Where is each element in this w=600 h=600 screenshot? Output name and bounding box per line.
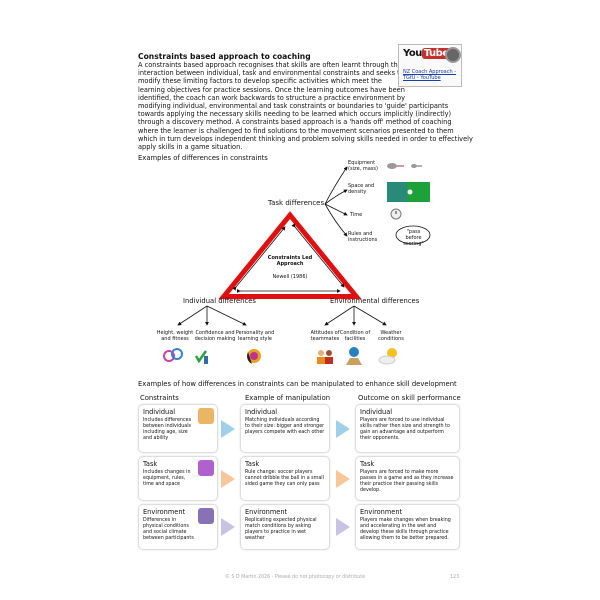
teammates-icon bbox=[317, 350, 333, 364]
right-arrow-icon bbox=[336, 419, 350, 438]
card-icon bbox=[198, 508, 214, 524]
decision-icon bbox=[194, 350, 208, 364]
card-text: Players make changes when breaking and a… bbox=[360, 518, 451, 541]
film-reel-icon bbox=[445, 47, 461, 63]
card-text: Matching individuals according to their … bbox=[245, 418, 325, 435]
task-item-space: Space and density bbox=[348, 183, 375, 195]
card-title: Task bbox=[245, 460, 260, 468]
right-arrow-icon bbox=[336, 469, 350, 488]
right-arrow-icon bbox=[221, 469, 235, 488]
speech-bubble bbox=[395, 225, 431, 245]
gender-icon bbox=[163, 348, 183, 362]
environmental-differences-label: Environmental differences bbox=[330, 297, 420, 305]
task-differences-label: Task differences bbox=[268, 199, 325, 207]
right-arrow-icon bbox=[336, 518, 350, 536]
card-text: Includes changes in equipment, rules, ti… bbox=[143, 470, 191, 487]
page-number: 123 bbox=[450, 575, 460, 580]
individual-differences-label: Individual differences bbox=[183, 297, 256, 305]
card-title: Environment bbox=[245, 508, 288, 516]
card-icon bbox=[198, 408, 214, 424]
column-header: Constraints bbox=[140, 394, 179, 402]
individual-item: Personality and learning style bbox=[235, 330, 275, 342]
weather-icon bbox=[378, 348, 397, 365]
card-title: Task bbox=[360, 460, 375, 468]
right-arrow-icon bbox=[221, 419, 235, 438]
soccer-field-icon bbox=[387, 182, 430, 202]
task-item-time: Time bbox=[350, 212, 363, 218]
environmental-item: Condition of facilities bbox=[339, 330, 371, 342]
card-title: Task bbox=[143, 460, 158, 468]
right-arrow-icon bbox=[221, 518, 235, 536]
card-title: Environment bbox=[360, 508, 403, 516]
personality-icon bbox=[247, 349, 261, 364]
triangle-arrows bbox=[232, 223, 345, 293]
card-title: Individual bbox=[143, 408, 176, 416]
card-title: Individual bbox=[245, 408, 278, 416]
card-text: Replicating expected physical match cond… bbox=[245, 518, 317, 541]
intro-paragraph: A constraints based approach recognises … bbox=[138, 61, 473, 152]
alarm-clock-icon bbox=[390, 208, 402, 220]
table-heading: Examples of how differences in constrain… bbox=[138, 380, 457, 388]
column-header: Example of manipulation bbox=[245, 394, 331, 402]
card-text: Players are forced to make more passes i… bbox=[360, 470, 454, 493]
center-reference: Newell (1986) bbox=[272, 274, 308, 280]
branch-arrows bbox=[177, 166, 387, 326]
card-text: Rule change: soccer players cannot dribb… bbox=[245, 470, 324, 487]
card-text: Players are forced to use individual ski… bbox=[360, 418, 450, 441]
youtube-link[interactable]: NZ Coach Approach - TGfU - YouTube bbox=[403, 69, 457, 81]
card-icon bbox=[198, 460, 214, 476]
constraints-diagram bbox=[163, 163, 431, 365]
section-title: Constraints based approach to coaching bbox=[138, 52, 311, 61]
column-header: Outcome on skill performance bbox=[358, 394, 461, 402]
task-item-rules: Rules and instructions bbox=[348, 231, 378, 243]
racket-icon bbox=[387, 163, 422, 169]
task-item-equipment: Equipment (size, mass) bbox=[348, 160, 378, 172]
environmental-item: Weather conditions bbox=[378, 330, 404, 342]
card-title: Individual bbox=[360, 408, 393, 416]
card-text: Differences in physical conditions and s… bbox=[143, 518, 194, 541]
footer-copyright: © S D Martin 2026 - Please do not photoc… bbox=[225, 575, 366, 580]
center-title: Constraints Led Approach bbox=[267, 255, 313, 267]
card-text: Includes differences between individuals… bbox=[143, 418, 192, 441]
facilities-icon bbox=[346, 347, 362, 365]
individual-item: Confidence and decision making bbox=[194, 330, 236, 342]
environmental-item: Attitudes of teammates bbox=[310, 330, 340, 342]
individual-item: Height, weight and fitness bbox=[156, 330, 194, 342]
card-title: Environment bbox=[143, 508, 186, 516]
diagram-heading: Examples of differences in constraints bbox=[138, 154, 268, 162]
speech-bubble-text: "pass before scoring" bbox=[403, 229, 424, 247]
